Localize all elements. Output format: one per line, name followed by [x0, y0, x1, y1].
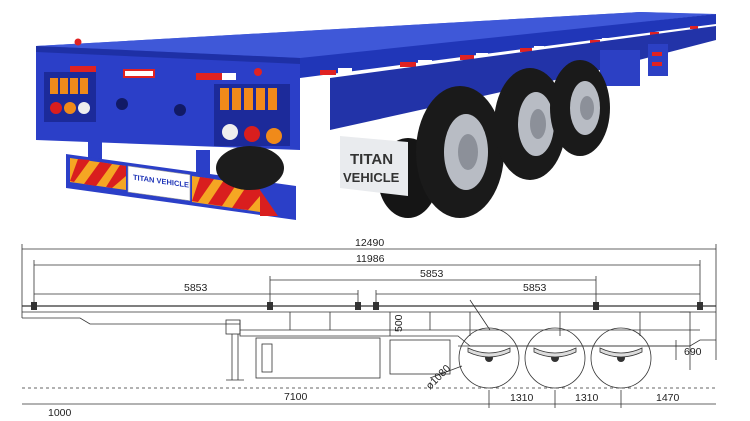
dim-axle-spacing-2: 1310	[575, 392, 599, 404]
dim-kingpin-to-axle: 7100	[284, 391, 308, 403]
mudflap-text-line1: TITAN	[350, 151, 393, 168]
dim-overall-length: 12490	[355, 237, 384, 249]
technical-drawing: 12490 11986 5853 5853 5853 500 690 ø1080…	[0, 232, 750, 421]
tires	[216, 60, 610, 218]
dim-frame-height: 500	[393, 314, 405, 332]
dim-axle-spacing-1: 1310	[510, 392, 534, 404]
right-tail-lights	[214, 84, 290, 146]
left-tail-lights	[44, 72, 96, 122]
side-reflectors	[320, 26, 698, 75]
dim-rear-height: 690	[684, 346, 702, 358]
dim-front-span: 5853	[184, 282, 208, 294]
dim-front-clipped: 1000	[48, 407, 72, 419]
mudflap: TITAN VEHICLE	[340, 136, 408, 196]
dim-rear-overhang: 1470	[656, 392, 680, 404]
trailer-photo: TITAN VEHICLE TITAN VEHICLE	[36, 12, 716, 220]
mudflap-text-line2: VEHICLE	[343, 170, 400, 185]
dim-middle-span: 5853	[420, 268, 444, 280]
dim-rear-span: 5853	[523, 282, 547, 294]
dim-deck-length: 11986	[356, 253, 385, 265]
